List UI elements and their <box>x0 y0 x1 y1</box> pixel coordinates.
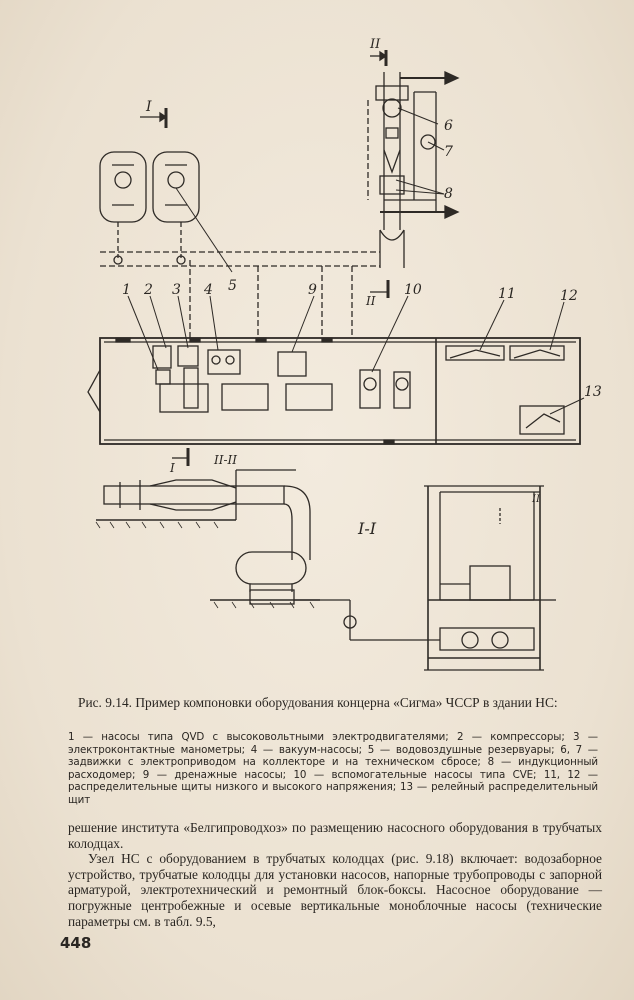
body-text: решение института «Белгипроводхоз» по ра… <box>68 820 602 929</box>
page-number: 448 <box>60 934 92 952</box>
section-label-II-small: II <box>531 494 541 505</box>
section-label-II-II: II-II <box>213 453 237 467</box>
callout-7: 7 <box>444 144 453 160</box>
callout-5: 5 <box>228 278 237 294</box>
building-plan <box>87 260 581 445</box>
callout-numbers: 1 2 3 4 5 6 7 8 9 10 11 12 13 <box>122 118 602 400</box>
section-label-I-I: I-I <box>357 519 377 538</box>
paragraph-2: Узел НС с оборудованием в трубчатых коло… <box>68 851 602 929</box>
section-label-I-top: I <box>145 99 152 115</box>
callout-2: 2 <box>143 282 153 298</box>
equipment-layout-drawing: I II <box>87 37 602 671</box>
callout-11: 11 <box>498 286 516 302</box>
air-water-tanks <box>99 151 380 267</box>
figure-legend: 1 — насосы типа QVD с высоковольтными эл… <box>68 731 598 806</box>
tank-elevation: I-I <box>210 519 440 641</box>
callout-12: 12 <box>560 288 578 304</box>
callout-6: 6 <box>444 118 453 134</box>
section-mark-lower-I: I II-II <box>169 448 237 475</box>
callout-leaders <box>127 107 585 415</box>
section-mark-top-II: II <box>369 37 388 66</box>
callout-1: 1 <box>122 282 131 298</box>
collector-assembly <box>367 70 460 268</box>
figure-caption: Рис. 9.14. Пример компоновки оборудовани… <box>78 695 558 710</box>
callout-3: 3 <box>172 282 181 298</box>
section-mark-top-I: I <box>140 99 168 128</box>
section-II-II-view <box>95 469 311 560</box>
section-label-I-lower: I <box>169 461 175 475</box>
callout-9: 9 <box>308 282 317 298</box>
callout-13: 13 <box>584 384 602 400</box>
callout-10: 10 <box>404 282 422 298</box>
paragraph-1: решение института «Белгипроводхоз» по ра… <box>68 820 602 851</box>
section-label-II-lower: II <box>365 294 376 308</box>
section-mark-lower-II: II <box>365 280 390 308</box>
callout-8: 8 <box>444 186 453 202</box>
callout-4: 4 <box>203 282 213 298</box>
section-label-II-top: II <box>369 37 381 52</box>
section-I-I-view: II <box>424 485 556 671</box>
